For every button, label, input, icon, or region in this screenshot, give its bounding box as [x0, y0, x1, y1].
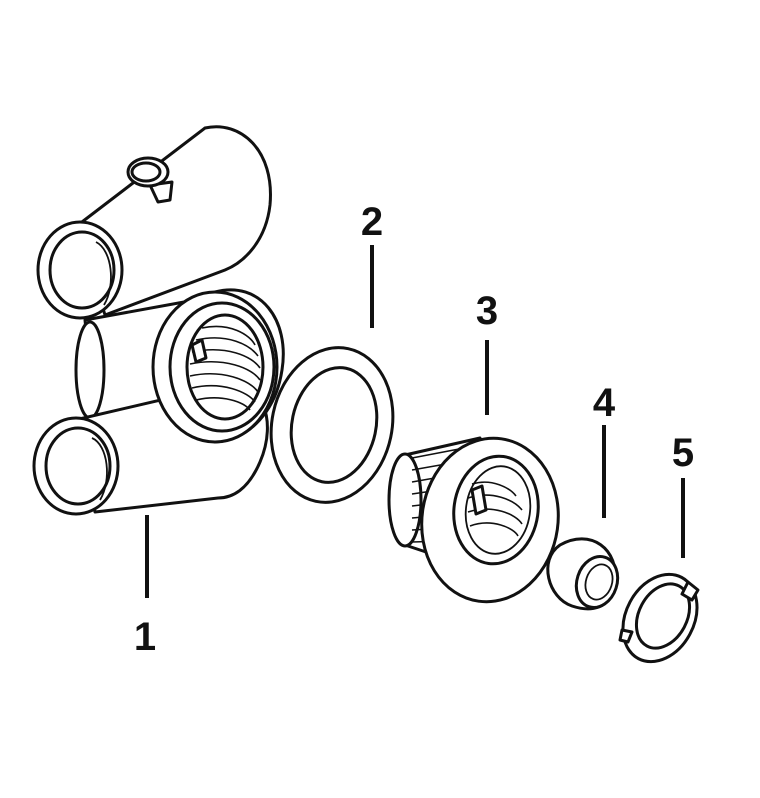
part-1-side-port — [151, 288, 285, 444]
part-label-1: 1 — [134, 615, 156, 659]
part-3-flange — [420, 436, 560, 604]
part-2-gasket — [269, 346, 395, 504]
part-label-5: 5 — [672, 431, 694, 475]
part-label-4: 4 — [593, 381, 616, 425]
part-4-eyeball — [546, 537, 620, 611]
part-1-upper-tube — [36, 125, 272, 320]
part-1-top-plug — [126, 156, 174, 204]
part-3-threaded-fitting — [387, 436, 560, 604]
part-1-tee-body — [32, 125, 285, 516]
part-label-2: 2 — [361, 200, 383, 244]
part-5-retaining-ring — [618, 572, 700, 664]
part-label-3: 3 — [476, 289, 498, 333]
